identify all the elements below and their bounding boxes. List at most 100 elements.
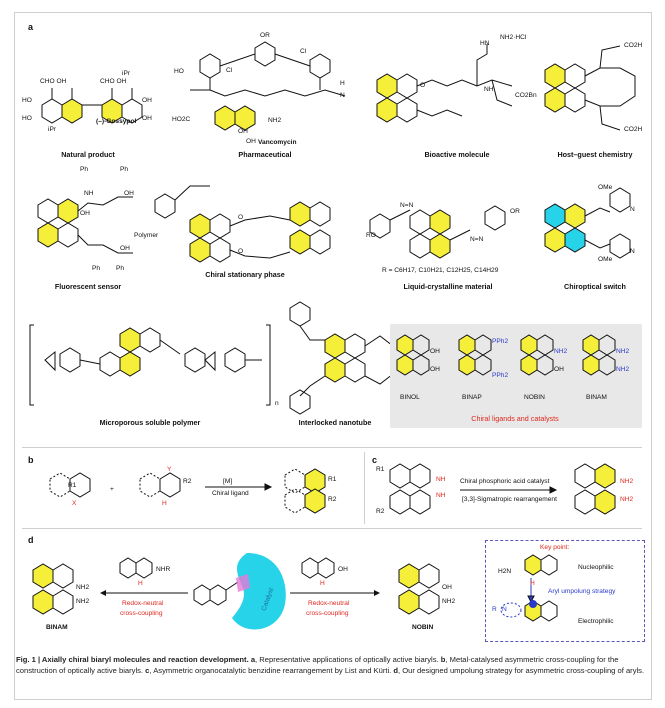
panel-c-scheme [389,463,616,515]
binol-group: OH [430,348,440,355]
bioactive-structure [376,44,513,123]
lc-r-definition: R = C6H17, C10H21, C12H25, C14H29 [382,267,499,274]
panel-c-r1: R1 [376,466,385,473]
panel-d-right-arrow [290,590,380,596]
switch-atom: N [630,248,635,255]
binam-group: NH2 [616,366,630,373]
interlocked-nanotube-structure [289,301,394,415]
gossypol-name: (–)-Gossypol [96,118,137,125]
nobin-group: NH2 [554,348,568,355]
fluor-atom: NH [84,190,94,197]
lc-atom: RO [366,232,376,239]
panel-b-product-r1: R1 [328,476,337,483]
figure-caption-text-b: , Metal-catalysed asymmetric cross-coupl… [16,655,619,676]
panel-d-binam [32,563,74,615]
separator-a [22,447,642,448]
panel-d-nobin-oh: OH [442,584,452,591]
liquid-crystalline-structure [369,205,506,259]
panel-d-label: d [28,535,34,545]
figure-caption-d: d [393,666,399,676]
panel-d-right-arrow-text: cross-coupling [306,610,349,617]
caption-liquid-crystalline: Liquid-crystalline material [403,282,493,291]
binam-group: NH2 [616,348,630,355]
panel-c-arrow-top: Chiral phosphoric acid catalyst [460,478,550,485]
switch-atom: OMe [598,256,613,263]
caption-chiral-stationary-phase: Chiral stationary phase [205,270,285,279]
panel-c-label: c [372,455,378,465]
vancomycin-name: Vancomycin [258,139,297,146]
panel-d-naphthol [301,557,335,579]
panel-d-h-left: H [138,580,143,587]
panel-d-left-arrow-text: Redox-neutral [122,600,164,607]
binol-skeleton [396,334,430,376]
figure-caption-label: Fig. 1 | Axially chiral biaryl molecules… [16,655,249,664]
key-point-n: N [502,606,507,613]
chiroptical-switch-structure [544,187,631,259]
lc-atom: OR [510,208,520,215]
switch-atom: OMe [598,184,613,191]
panel-b-r1: R1 [68,482,77,489]
hostguest-structure [544,45,636,131]
panel-d-left-arrow-text: cross-coupling [120,610,163,617]
caption-host-guest: Host–guest chemistry [557,150,633,159]
fluor-atom: Ph [92,265,101,272]
vancomycin-structure [190,41,346,131]
panel-d-h-right: H [320,580,325,587]
panel-b-scheme [49,468,326,514]
hostguest-atom: CO2H [624,126,643,133]
stationary-atom: Polymer [134,232,159,239]
lc-atom: N=N [400,202,414,209]
vanco-atom: H [340,80,345,87]
figure-caption-c: c [145,666,150,676]
panel-c-nh-2: NH [436,492,446,499]
panel-d-nhr: NHR [156,566,171,573]
binap-group: PPh2 [492,338,509,345]
panel-b-r2: R2 [183,478,192,485]
separator-b-c [364,452,365,524]
panel-b-y: Y [167,466,172,473]
figure-caption-b: b [440,655,446,664]
binol-name: BINOL [400,394,420,401]
panel-b-ligand: Chiral ligand [212,490,249,497]
caption-fluorescent-sensor: Fluorescent sensor [54,282,122,291]
fluor-atom: Ph [116,265,125,272]
panel-d-binam-nh2: NH2 [76,584,90,591]
caption-bioactive-molecule: Bioactive molecule [424,150,490,159]
vanco-atom: NH2 [268,117,282,124]
bioactive-atom: CO2Bn [515,92,537,99]
separator-bc [22,528,642,529]
gossypol-atom: CHO OH [40,78,67,85]
stationary-atom: O [238,214,244,221]
vanco-atom: HO [174,68,184,75]
vanco-atom: HO2C [172,116,191,123]
vanco-atom: OH [246,138,256,145]
bioactive-atom: O [420,82,426,89]
gossypol-atom: OH [142,97,152,104]
panel-d-nobin-nh2: NH2 [442,598,456,605]
chiral-ligands-structures [396,334,616,376]
hostguest-atom: CO2H [624,42,643,49]
figure-caption-a: a [250,655,256,664]
key-point-box [485,540,645,642]
binap-name: BINAP [462,394,482,401]
fluor-atom: OH [80,210,90,217]
vanco-atom: Cl [226,67,233,74]
polymer-subscript-n: n [275,400,279,407]
panel-c-product-nh2-2: NH2 [620,496,634,503]
fluor-atom: OH [120,245,130,252]
caption-microporous-polymer: Microporous soluble polymer [99,418,201,427]
bioactive-atom: NH [484,86,494,93]
gossypol-atom: CHO OH [100,78,127,85]
key-point-title: Key point: [540,544,570,551]
panel-d-oh: OH [338,566,348,573]
panel-b-product-r2: R2 [328,496,337,503]
gossypol-atom: HO [22,115,32,122]
panel-c-product-nh2-1: NH2 [620,478,634,485]
caption-chiroptical-switch: Chiroptical switch [564,282,626,291]
panel-c-arrow-bottom: [3,3]-Sigmatropic rearrangement [462,496,557,503]
gossypol-atom: iPr [122,70,131,77]
panel-b-plus: + [110,486,114,493]
key-point-electrophilic: Electrophilic [578,618,614,625]
panel-b-catalyst: [M] [223,478,233,485]
switch-atom: N [630,206,635,213]
